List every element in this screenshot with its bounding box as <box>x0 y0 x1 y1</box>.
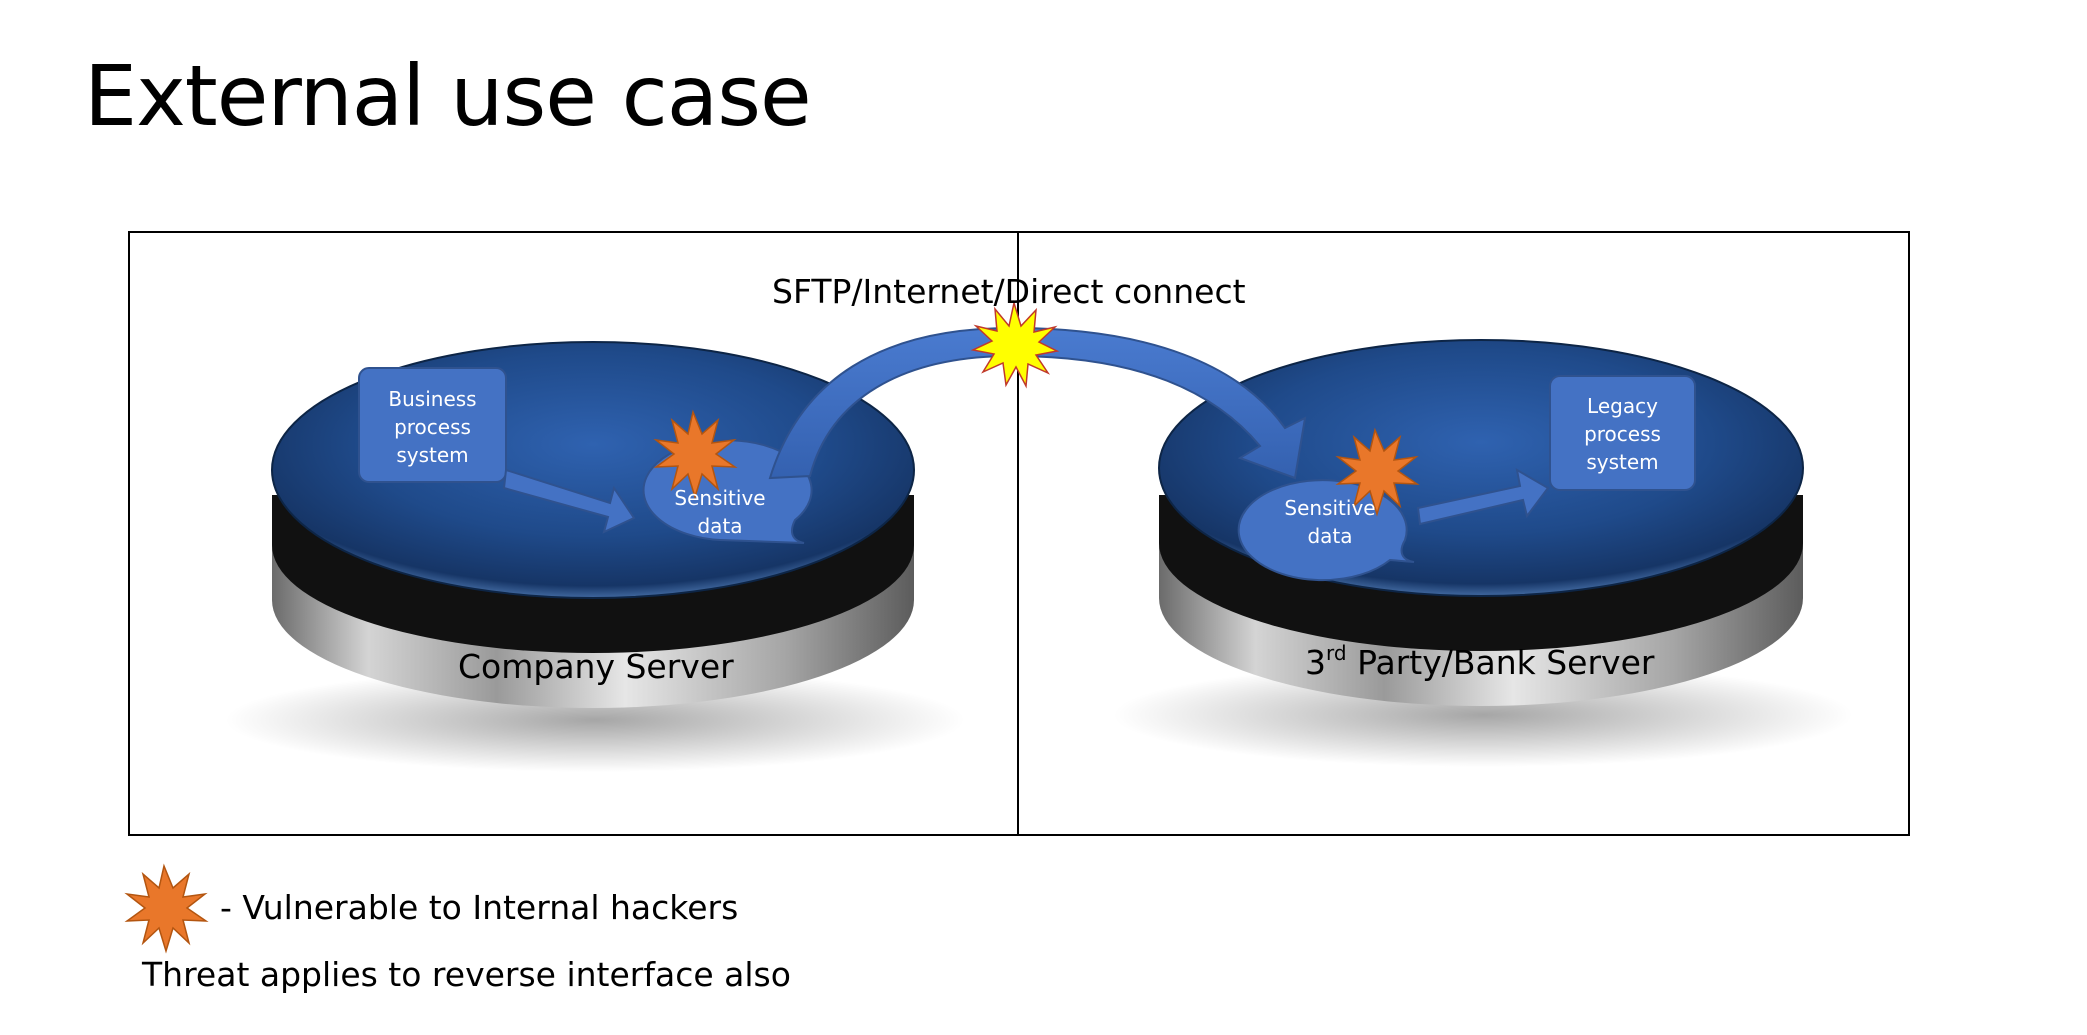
left-sensitive-data-label: Sensitive data <box>674 486 766 538</box>
starburst-icon <box>1335 427 1420 517</box>
starburst-icon <box>653 409 738 500</box>
bank-label-sup: rd <box>1326 641 1347 665</box>
business-process-box <box>358 367 507 483</box>
business-process-label: Business process system <box>388 387 477 467</box>
left-flow-arrow <box>502 468 636 534</box>
page-title: External use case <box>84 47 812 145</box>
right-sensitive-data-bubble <box>1237 479 1415 582</box>
company-server-label: Company Server <box>458 647 734 686</box>
transit-threat-starburst-icon <box>970 300 1060 389</box>
legacy-process-box <box>1549 375 1696 491</box>
legend-starburst-icon <box>124 863 209 954</box>
connection-label: SFTP/Internet/Direct connect <box>772 272 1246 311</box>
company-server <box>225 341 965 772</box>
bank-label-rest: Party/Bank Server <box>1346 643 1655 682</box>
legacy-process-label: Legacy process system <box>1584 394 1661 474</box>
bank-label-prefix: 3 <box>1305 643 1326 682</box>
right-sensitive-data-label: Sensitive data <box>1284 496 1376 548</box>
footnote: Threat applies to reverse interface also <box>142 955 791 994</box>
transfer-arrow <box>768 326 1307 480</box>
bank-server-label: 3rd Party/Bank Server <box>1305 641 1655 682</box>
right-flow-arrow <box>1416 468 1550 526</box>
legend-text: - Vulnerable to Internal hackers <box>220 888 739 927</box>
